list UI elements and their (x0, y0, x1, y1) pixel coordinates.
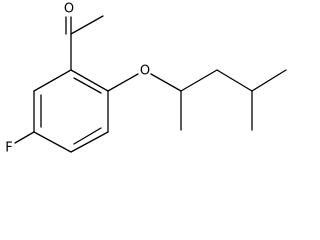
atom-label-fluorine: F (5, 141, 12, 156)
ring-inner-1 (73, 77, 102, 94)
bond-ch-methyl-a (251, 69, 287, 92)
bond-ring-fluorine (14, 131, 35, 144)
ring-bond-6 (33, 69, 72, 92)
ring-inner-2 (73, 127, 102, 145)
benzene-ring (33, 69, 109, 153)
ring-bond-3 (70, 131, 109, 153)
bond-methyl-carbonyl (70, 15, 104, 35)
ring-bond-1 (70, 69, 109, 92)
acetyl-group (65, 15, 104, 71)
atom-label-oxygen-carbonyl: O (64, 2, 74, 17)
structure-diagram: O O F (5, 2, 287, 156)
bond-oxygen-ch (150, 73, 182, 92)
bond-ring-oxygen (107, 73, 139, 92)
bond-ch-ch2 (180, 69, 218, 92)
alkoxy-chain (107, 69, 287, 131)
bond-ch2-ch (216, 69, 253, 92)
atom-label-oxygen-ether: O (140, 64, 150, 79)
ring-bond-4 (33, 131, 72, 153)
